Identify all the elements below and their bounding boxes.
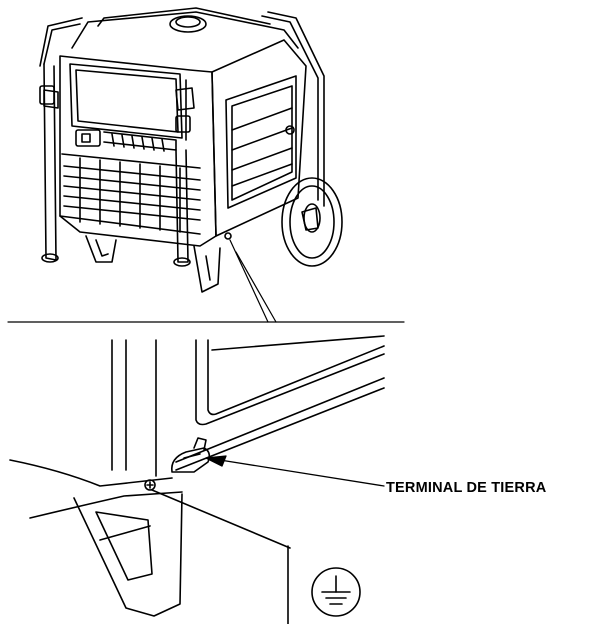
ground-terminal-label: TERMINAL DE TIERRA bbox=[386, 480, 547, 496]
generator-illustration bbox=[39, 7, 343, 293]
ground-symbol-icon bbox=[311, 567, 361, 617]
detail-leader-lines bbox=[7, 239, 405, 323]
callout-arrow bbox=[205, 455, 385, 487]
detail-enlarged-view bbox=[9, 335, 385, 624]
